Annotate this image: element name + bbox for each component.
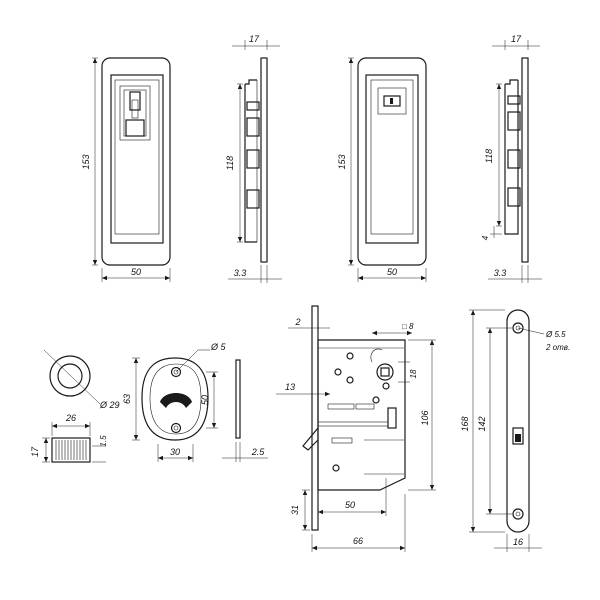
dim-height-2: 153 — [337, 154, 347, 169]
dim-hole-spacing: 118 — [225, 156, 235, 170]
dim-width-2: 50 — [387, 267, 397, 277]
dim-rosette-thickness: 2.5 — [251, 447, 266, 457]
dim-lock-offset: 13 — [285, 382, 295, 392]
dim-faceplate-hole-note: 2 отв. — [545, 343, 570, 352]
dim-knob-width: 26 — [65, 413, 76, 423]
handle-side-view: 17 118 3.3 — [225, 34, 282, 283]
dim-knob-step: 1.5 — [99, 435, 108, 447]
dim-knob-height: 17 — [30, 446, 40, 457]
knob-knurling — [55, 440, 87, 460]
dim-rosette-spacing: 50 — [200, 395, 210, 405]
dim-faceplate-height: 168 — [460, 416, 470, 431]
knob-view: Ø 29 26 17 1.5 — [30, 349, 120, 463]
handle-front-view: 153 50 — [81, 57, 171, 282]
dim-depth-2: 17 — [511, 34, 522, 44]
dim-knob-diameter: Ø 29 — [99, 400, 120, 410]
dim-lock-height: 106 — [420, 410, 430, 425]
handle-front-view-2: 153 50 — [337, 57, 427, 282]
dim-faceplate-hole: Ø 5.5 — [545, 330, 566, 339]
handle-side-view-2: 17 118 4 3.3 — [481, 34, 542, 283]
dim-height: 153 — [81, 154, 91, 169]
dim-lock-latch: 18 — [409, 369, 418, 378]
dim-depth: 17 — [249, 34, 260, 44]
dim-faceplate-width: 16 — [513, 537, 523, 547]
dim-plate-2: 3.3 — [494, 268, 507, 278]
dim-offset: 4 — [481, 235, 490, 240]
dim-faceplate-hole-spacing: 142 — [477, 416, 487, 431]
dim-lock-bottom: 31 — [290, 505, 300, 515]
dim-lock-square: □ 8 — [402, 322, 414, 331]
dim-rosette-width: 30 — [170, 447, 180, 457]
dim-lock-top-offset: 2 — [294, 317, 300, 327]
dim-rosette-height: 63 — [122, 394, 132, 404]
dim-rosette-hole: Ø 5 — [210, 342, 227, 352]
dim-lock-backset: 50 — [345, 500, 355, 510]
rosette-view: Ø 5 63 50 30 2.5 — [122, 342, 268, 462]
dim-lock-width: 66 — [353, 536, 363, 546]
dim-hole-spacing-2: 118 — [484, 149, 494, 163]
dim-plate: 3.3 — [234, 268, 247, 278]
dim-width: 50 — [131, 267, 141, 277]
lock-body-view: 2 □ 8 18 13 106 50 31 66 — [276, 305, 436, 552]
faceplate-view: Ø 5.5 2 отв. 168 142 16 — [460, 309, 570, 552]
